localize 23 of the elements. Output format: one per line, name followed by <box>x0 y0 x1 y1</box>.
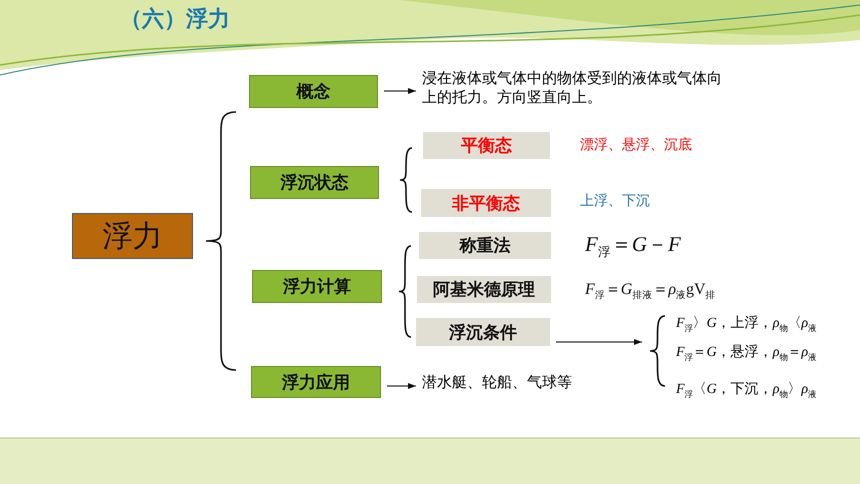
condition-text: F$_{浮}$〈G，下沉，ρ$_{物}$〉ρ$_{液}$ <box>676 380 816 400</box>
category-box: 浮力计算 <box>252 270 382 303</box>
method-box: 称重法 <box>419 232 551 259</box>
arrow <box>386 383 416 389</box>
category-box: 浮力应用 <box>251 366 381 398</box>
category-box: 概念 <box>249 75 378 108</box>
formula-text: F$_{浮}$＝G$_{排液}$＝ρ$_{液}$gV$_{排}$ <box>585 280 716 302</box>
category-box: 浮沉状态 <box>250 166 379 199</box>
note-text: 漂浮、悬浮、沉底 <box>580 136 692 154</box>
topic-box: 浮力 <box>72 213 193 259</box>
note-text: 上浮、下沉 <box>580 192 650 210</box>
description-text: 潜水艇、轮船、气球等 <box>422 374 594 396</box>
method-box: 浮沉条件 <box>416 318 550 346</box>
method-box: 非平衡态 <box>421 189 551 217</box>
condition-text: F$_{浮}$〉G，上浮，ρ$_{物}$〈ρ$_{液}$ <box>676 314 816 334</box>
arrow <box>556 339 642 345</box>
description-text: 浸在液体或气体中的物体受到的液体或气体向上的托力。方向竖直向上。 <box>422 70 734 110</box>
condition-text: F$_{浮}$＝G，悬浮，ρ$_{物}$＝ρ$_{液}$ <box>676 344 816 363</box>
method-box: 平衡态 <box>423 132 550 159</box>
formula-text: F$_{浮}$＝G－F <box>585 231 681 262</box>
title: （六）浮力 <box>120 5 230 33</box>
arrow <box>384 88 416 94</box>
method-box: 阿基米德原理 <box>417 276 551 303</box>
